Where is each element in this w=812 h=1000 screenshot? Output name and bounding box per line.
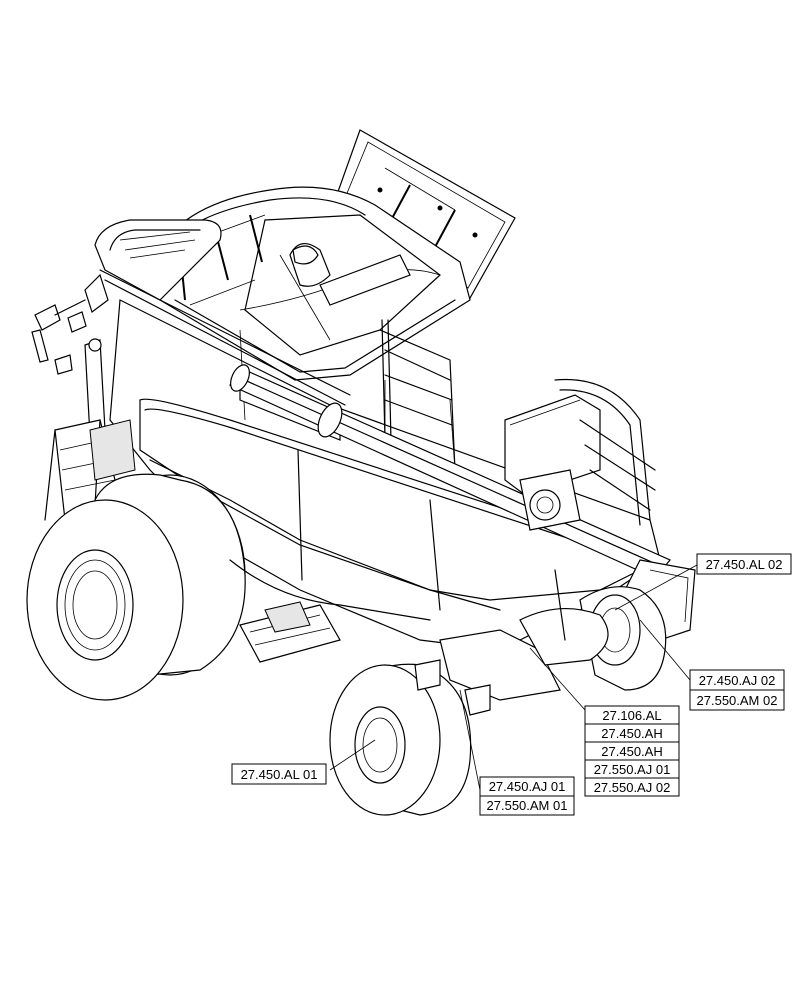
callout-label: 27.106.AL	[602, 708, 661, 723]
rear-left-wheel	[329, 663, 472, 816]
callout-label: 27.550.AJ 01	[594, 762, 671, 777]
callout-right-stack: 27.450.AJ 02 27.550.AM 02	[689, 669, 785, 711]
callout-bottom-stack: 27.450.AJ 01 27.550.AM 01	[479, 776, 575, 816]
undercarriage	[229, 559, 609, 716]
front-left-wheel	[26, 473, 246, 701]
callout-center-stack: 27.106.AL 27.450.AH 27.450.AH 27.550.AJ …	[584, 705, 680, 797]
callout-label: 27.450.AJ 02	[699, 673, 776, 688]
rear-engine-area	[504, 378, 656, 531]
unloading-auger	[228, 364, 696, 641]
callout-label: 27.450.AH	[601, 744, 662, 759]
grain-tank-lid	[334, 129, 516, 299]
callout-27-450-al-01: 27.450.AL 01	[231, 763, 327, 785]
callout-label: 27.450.AH	[601, 726, 662, 741]
callout-label: 27.450.AJ 01	[489, 779, 566, 794]
callout-label: 27.550.AM 01	[487, 798, 568, 813]
callout-label: 27.550.AJ 02	[594, 780, 671, 795]
callout-27-450-al-02: 27.450.AL 02	[696, 553, 792, 575]
leader-lines	[329, 564, 698, 791]
callout-label: 27.450.AL 01	[241, 767, 318, 782]
callout-label: 27.550.AM 02	[697, 693, 778, 708]
grain-tank	[149, 186, 471, 381]
cab-rail	[84, 219, 351, 406]
rear-right-wheel	[579, 586, 667, 691]
left-side-details	[31, 299, 106, 437]
callout-label: 27.450.AL 02	[706, 557, 783, 572]
